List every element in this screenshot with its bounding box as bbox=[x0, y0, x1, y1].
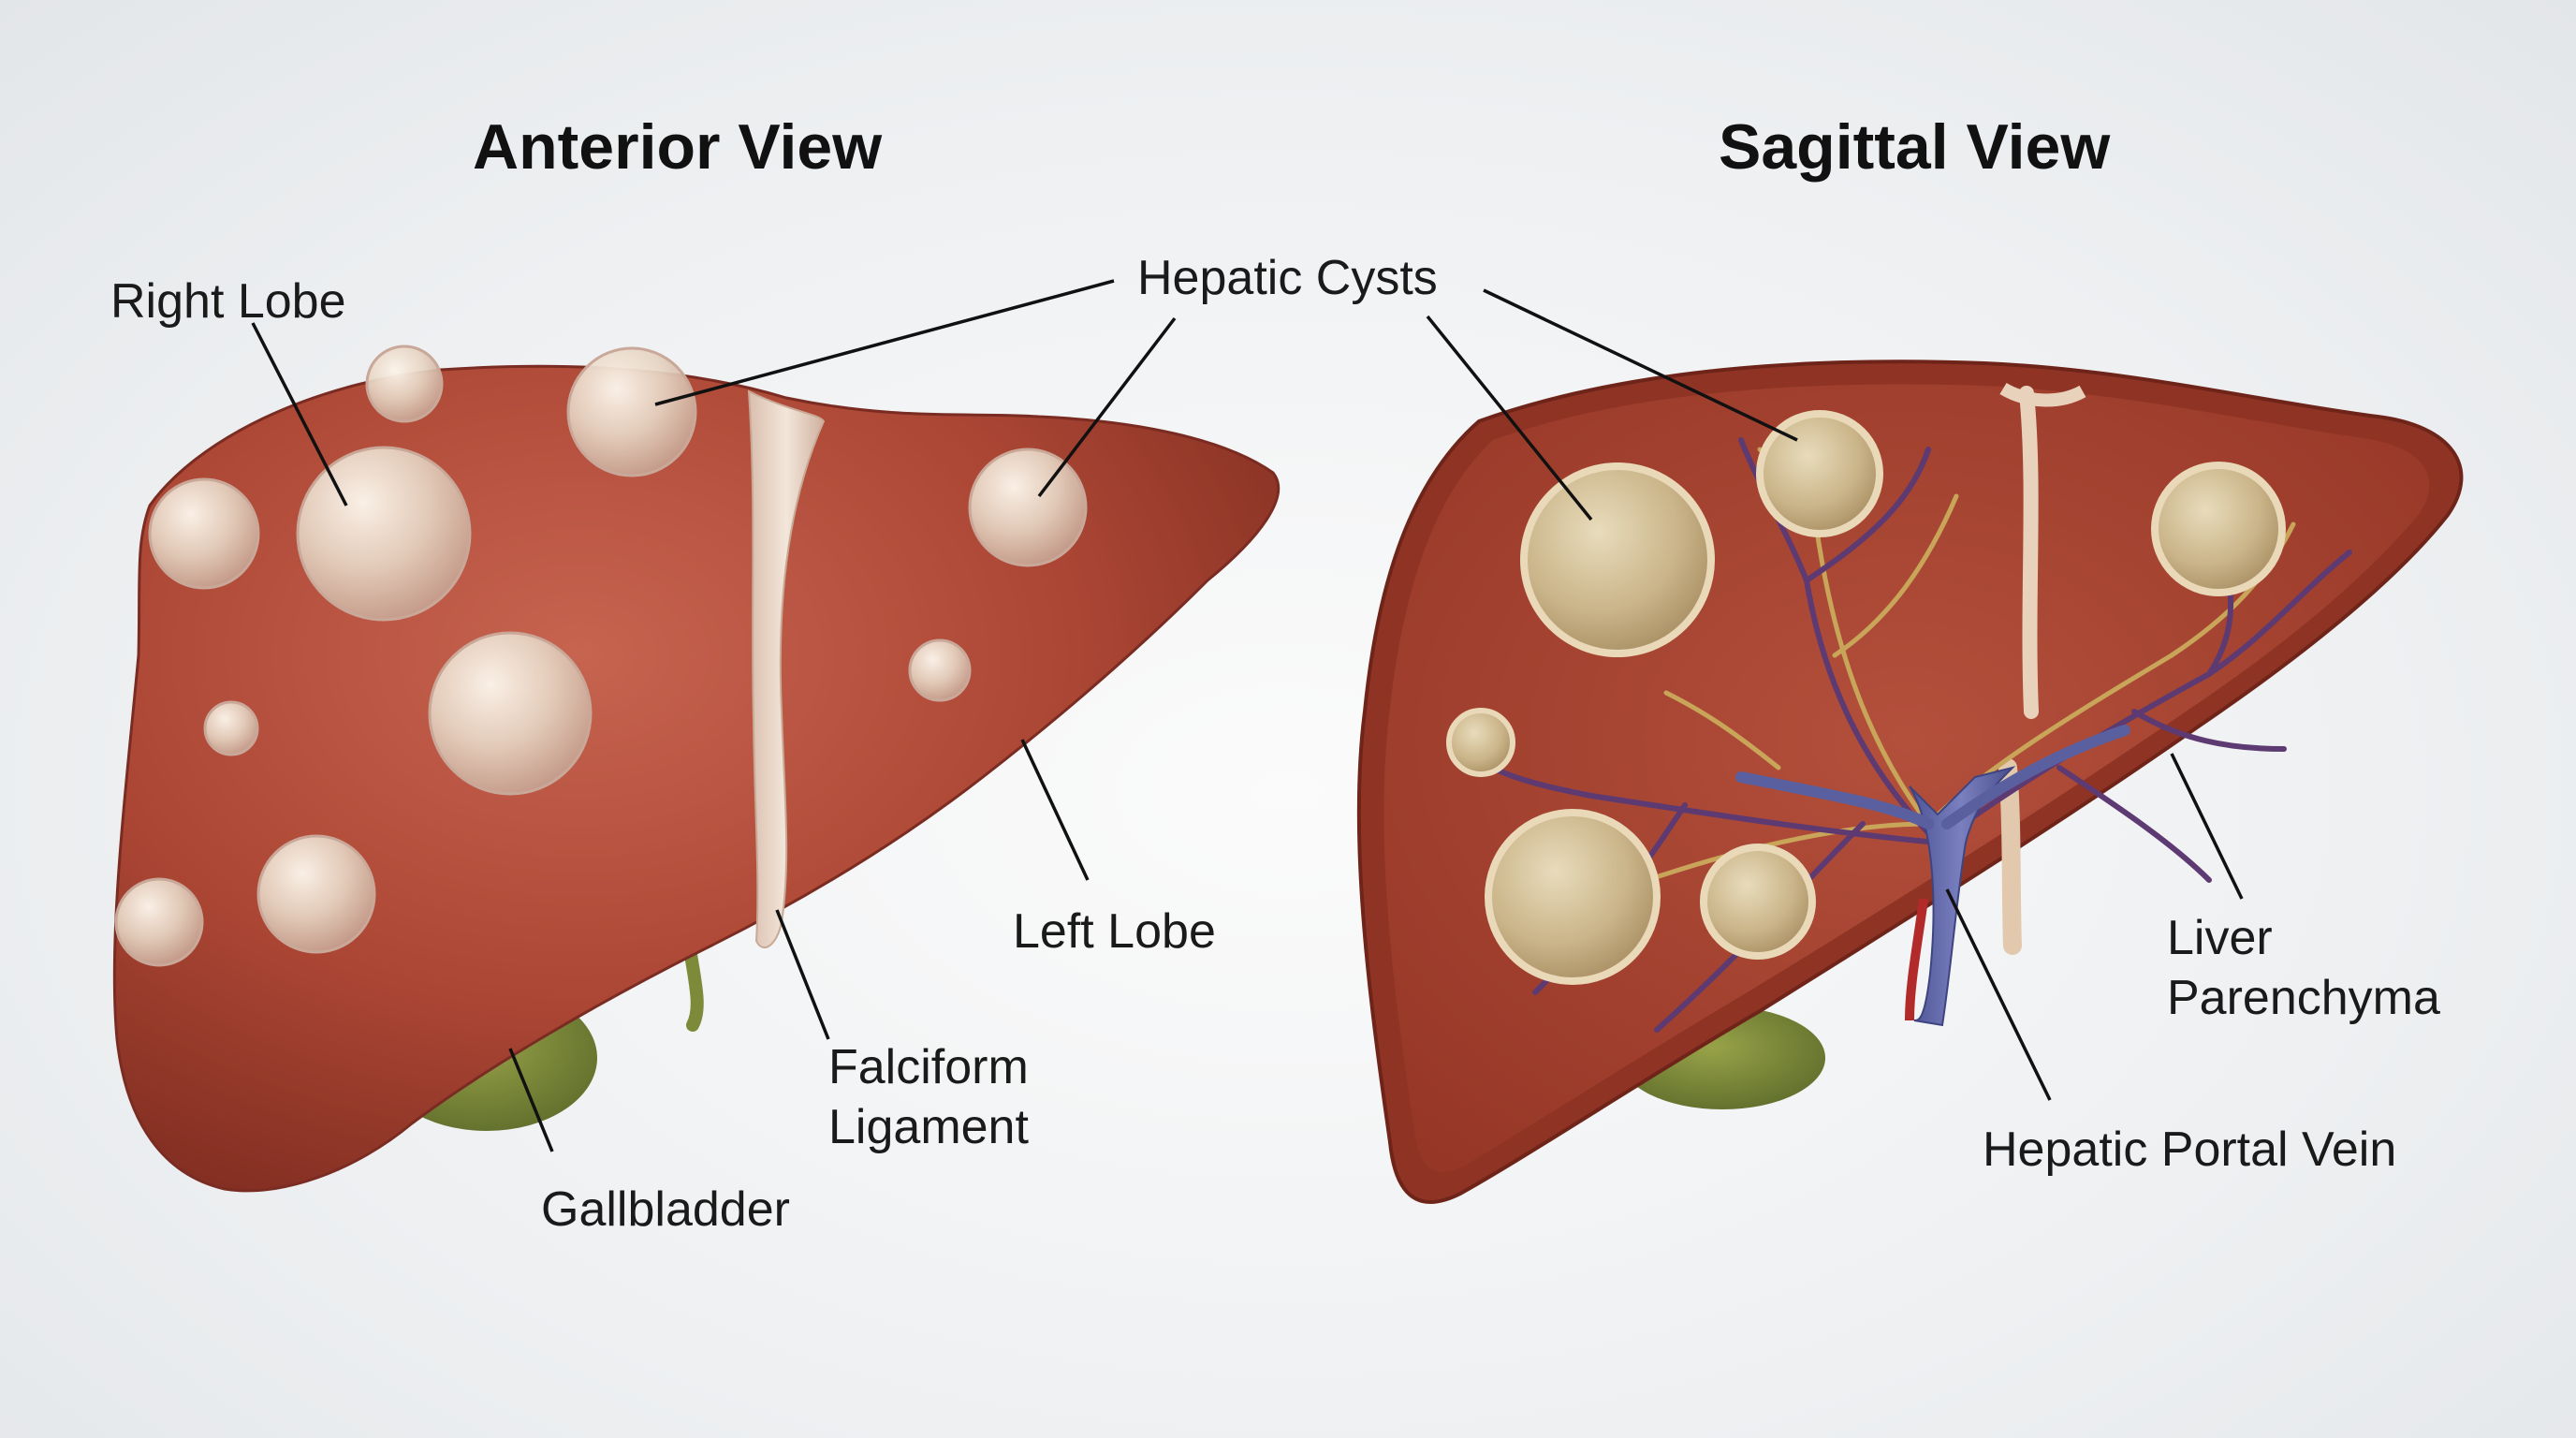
cyst-a6 bbox=[428, 631, 593, 796]
label-liver-parenchyma: Liver Parenchyma bbox=[2167, 908, 2440, 1028]
leader-cysts-a bbox=[654, 279, 1115, 406]
leader-gallbladder bbox=[508, 1048, 554, 1152]
anterior-liver bbox=[112, 345, 1280, 1193]
sagittal-view-title: Sagittal View bbox=[1719, 111, 2111, 183]
cyst-a11 bbox=[908, 638, 972, 702]
label-parenchyma-line2: Parenchyma bbox=[2167, 971, 2440, 1025]
cyst-s1 bbox=[1520, 462, 1715, 657]
label-parenchyma-line1: Liver bbox=[2167, 911, 2273, 965]
cyst-s5 bbox=[1485, 809, 1661, 985]
sagittal-liver bbox=[1356, 360, 2464, 1204]
leader-left-lobe bbox=[1020, 739, 1090, 881]
leader-portal-vein bbox=[1945, 888, 2052, 1101]
label-left-lobe: Left Lobe bbox=[1013, 904, 1216, 959]
cyst-a7 bbox=[203, 700, 259, 756]
cyst-a8 bbox=[256, 834, 376, 954]
cyst-a4 bbox=[148, 477, 260, 590]
cyst-a10 bbox=[968, 448, 1088, 567]
label-falciform-ligament: Falciform Ligament bbox=[828, 1037, 1029, 1157]
label-right-lobe: Right Lobe bbox=[110, 274, 346, 329]
label-falciform-line1: Falciform bbox=[828, 1040, 1029, 1094]
label-hepatic-cysts: Hepatic Cysts bbox=[1137, 251, 1438, 305]
leader-cysts-c bbox=[1426, 315, 1593, 521]
cyst-s4 bbox=[1446, 708, 1515, 777]
leader-cysts-b bbox=[1037, 316, 1177, 498]
leader-right-lobe bbox=[251, 322, 348, 506]
liver-surface bbox=[112, 364, 1280, 1193]
cyst-s6 bbox=[1700, 844, 1816, 960]
cyst-a2 bbox=[365, 345, 444, 423]
cyst-a3 bbox=[566, 346, 697, 477]
label-gallbladder: Gallbladder bbox=[541, 1182, 790, 1237]
portal-vein-trunk bbox=[1909, 766, 2016, 1027]
label-hepatic-portal-vein: Hepatic Portal Vein bbox=[1983, 1123, 2397, 1177]
cyst-s3 bbox=[2151, 462, 2286, 596]
leader-lines bbox=[251, 279, 2244, 1152]
leader-parenchyma bbox=[2170, 753, 2244, 900]
label-falciform-line2: Ligament bbox=[828, 1100, 1029, 1154]
cyst-a5 bbox=[296, 446, 472, 622]
leader-falciform bbox=[775, 909, 830, 1040]
cyst-s2 bbox=[1756, 410, 1883, 537]
leader-cysts-d bbox=[1483, 288, 1798, 442]
cyst-a9 bbox=[114, 877, 204, 967]
anterior-view-title: Anterior View bbox=[473, 111, 883, 183]
